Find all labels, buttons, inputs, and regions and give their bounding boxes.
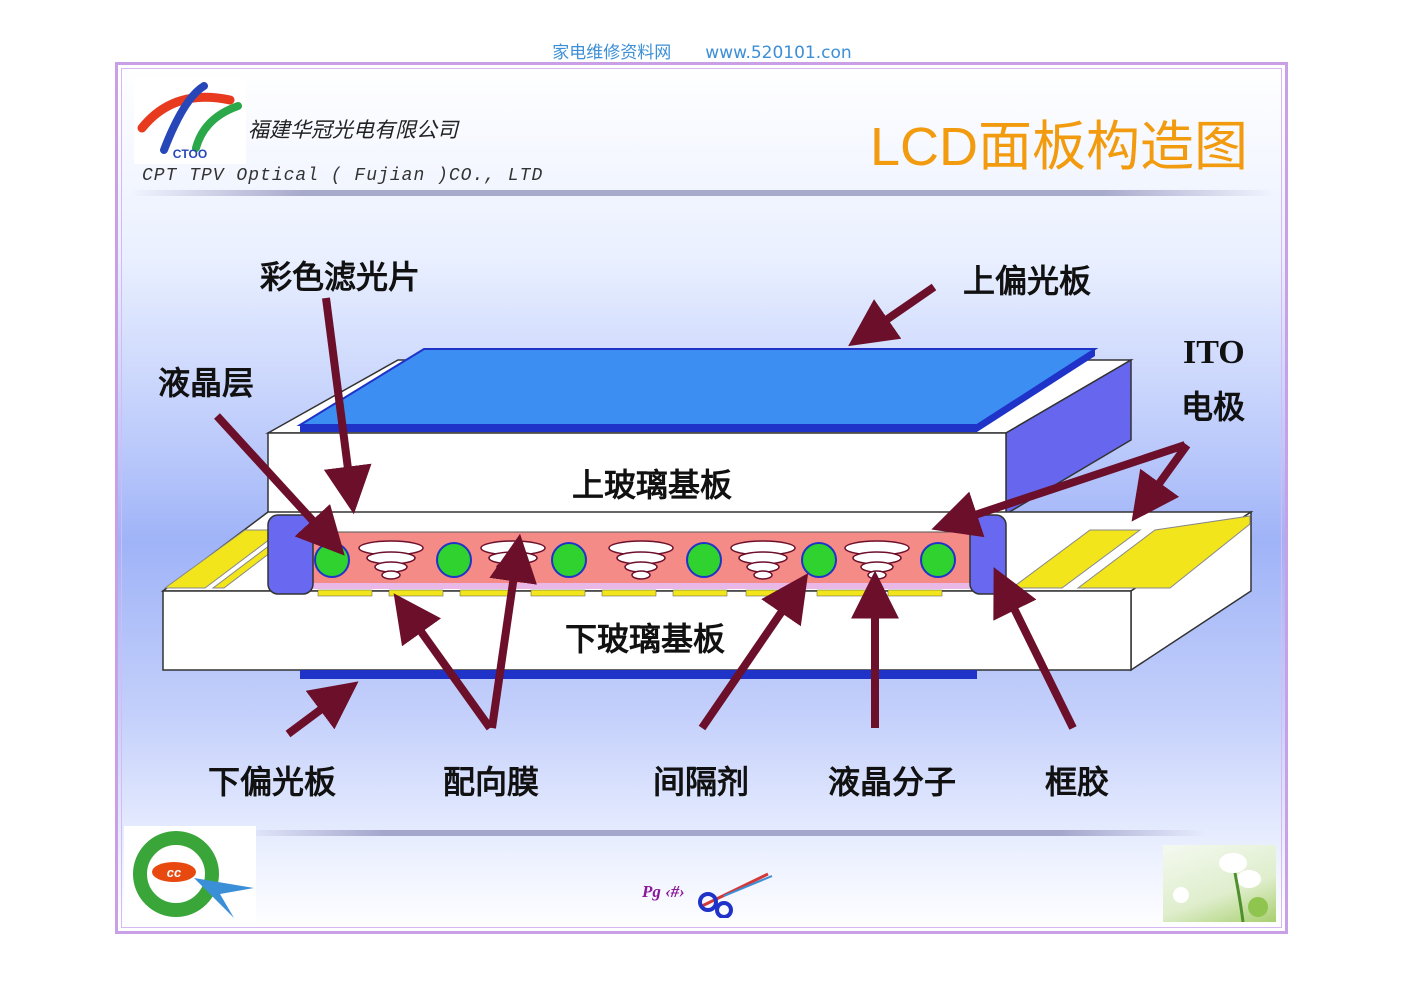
lower-polarizer	[300, 670, 977, 679]
page-number: Pg ‹#›	[642, 882, 685, 901]
company-logo: CTOO	[134, 78, 246, 164]
label-liquid-crystal-layer: 液晶层	[158, 364, 255, 402]
arrow-liquid-crystal-layer	[214, 413, 345, 556]
label-ito-electrode: 电极	[1181, 388, 1246, 426]
logo-swoosh-blue	[160, 82, 208, 154]
ito-segment	[317, 589, 373, 597]
scissors-icon	[698, 872, 773, 918]
label-lower-polarizer: 下偏光板	[208, 763, 337, 801]
cc-logo: cc	[124, 826, 256, 922]
logo-text: CTOO	[173, 147, 207, 161]
arrow-color-filter	[322, 297, 372, 515]
ito-segment	[601, 589, 657, 597]
spacer-ball	[801, 542, 837, 578]
logo-swoosh-green	[192, 102, 242, 152]
ito-segment	[459, 589, 515, 597]
arrow-ito-lower	[1131, 442, 1191, 522]
site-header[interactable]: 家电维修资料网 www.520101.con	[552, 43, 852, 63]
label-spacer: 间隔剂	[653, 763, 750, 801]
label-lc-molecule: 液晶分子	[828, 763, 957, 801]
label-upper-polarizer: 上偏光板	[963, 262, 1092, 300]
upper-polarizer-edge	[300, 425, 977, 432]
arrow-sealant	[993, 567, 1077, 730]
label-color-filter: 彩色滤光片	[260, 258, 421, 296]
spacer-ball	[551, 542, 587, 578]
footer-divider	[240, 830, 1205, 836]
spacer-ball	[436, 542, 472, 578]
spacer-ball	[686, 542, 722, 578]
ito-segment	[388, 589, 444, 597]
header-divider	[130, 190, 1275, 196]
ito-segment	[530, 589, 586, 597]
lc-molecule	[358, 540, 424, 580]
ito-electrode-right	[1076, 515, 1251, 589]
slide-title: LCD面板构造图	[869, 117, 1248, 177]
label-sealant: 框胶	[1045, 763, 1110, 801]
lower-glass-label: 下玻璃基板	[565, 620, 725, 658]
spacer-ball	[314, 542, 350, 578]
ito-electrode-right	[1010, 529, 1142, 589]
ito-segment	[672, 589, 728, 597]
cc-logo-text: cc	[167, 865, 182, 880]
arrow-spacer	[698, 573, 809, 731]
arrow-lower-polarizer	[285, 681, 359, 738]
lc-molecule	[608, 540, 674, 580]
upper-polarizer	[296, 348, 1099, 426]
company-name-en: CPT TPV Optical ( Fujian )CO., LTD	[142, 166, 544, 186]
lower-alignment-film	[310, 583, 970, 589]
lower-glass-front	[162, 590, 1132, 671]
ito-segment	[887, 589, 943, 597]
arrow-ito-upper	[931, 441, 1187, 538]
arrow-upper-polarizer	[848, 283, 937, 347]
arrow-alignment-film-2	[488, 533, 537, 729]
label-ito: ITO	[1183, 334, 1245, 371]
flower-image	[1163, 845, 1276, 923]
company-name-cn: 福建华冠光电有限公司	[248, 118, 458, 142]
ito-segment	[816, 589, 872, 597]
sealant-left	[267, 514, 314, 595]
spacer-ball	[920, 542, 956, 578]
arrow-alignment-film-1	[393, 593, 494, 731]
upper-glass-label: 上玻璃基板	[572, 466, 732, 504]
logo-swoosh-red	[137, 92, 235, 133]
label-alignment-film: 配向膜	[443, 763, 540, 801]
